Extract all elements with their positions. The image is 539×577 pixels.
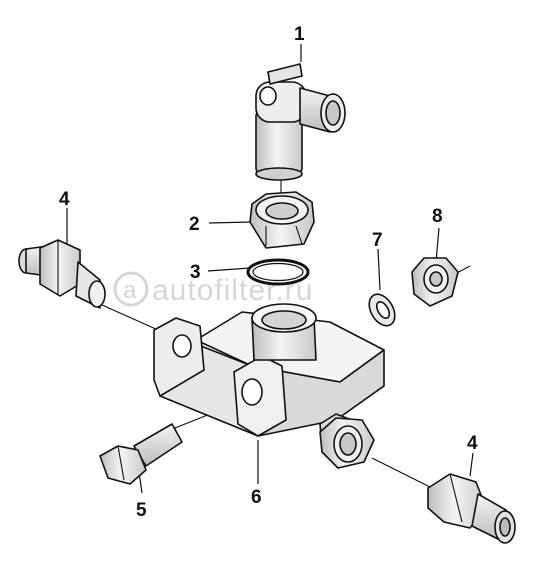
callout-5: 5 xyxy=(136,500,147,521)
part-7-washer xyxy=(368,293,396,327)
callout-4-right: 4 xyxy=(467,433,478,454)
leader-4b xyxy=(469,452,474,477)
leader-7 xyxy=(377,248,381,291)
callout-labels: 1 2 3 4 4 5 6 7 8 xyxy=(59,24,478,521)
leader-8 xyxy=(435,227,440,263)
part-2-hex-nut xyxy=(249,191,315,249)
callout-3: 3 xyxy=(190,262,201,283)
leader-3 xyxy=(207,267,251,272)
part-right-port-nut xyxy=(319,417,375,469)
part-5-bolt xyxy=(99,423,183,485)
callout-1: 1 xyxy=(294,24,305,45)
part-4-left-adapter xyxy=(18,239,106,309)
watermark-logo-icon xyxy=(113,271,149,307)
watermark-text: autofilter.ru xyxy=(152,274,313,307)
callout-4-left: 4 xyxy=(59,189,70,210)
part-8-hex-nut xyxy=(411,257,459,307)
part-1-elbow-fitting xyxy=(255,63,346,181)
axis-left-fitting xyxy=(101,304,159,331)
callout-2: 2 xyxy=(189,214,200,235)
watermark: a autofilter.ru xyxy=(113,271,313,307)
part-3-o-ring xyxy=(246,258,310,286)
part-4-right-adapter xyxy=(427,473,516,544)
part-6-housing xyxy=(153,303,385,457)
callout-6: 6 xyxy=(251,487,262,508)
axis-right-fitting xyxy=(371,457,431,488)
svg-text:a: a xyxy=(123,277,137,304)
leader-2 xyxy=(208,221,253,224)
callout-7: 7 xyxy=(372,230,383,251)
callout-8: 8 xyxy=(432,206,443,227)
